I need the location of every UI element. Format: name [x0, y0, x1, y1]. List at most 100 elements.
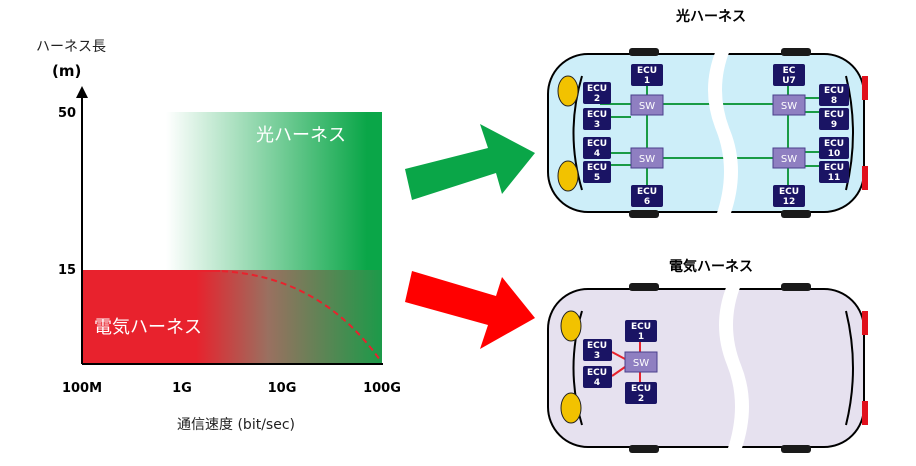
- y-unit-label: ハーネス長: [36, 39, 106, 55]
- svg-text:4: 4: [594, 378, 600, 388]
- electrical-wheel-fr-icon: [629, 283, 659, 291]
- electrical-wheel-rl-icon: [781, 445, 811, 453]
- optical-switch-4: SW: [772, 147, 806, 169]
- svg-text:1: 1: [638, 332, 644, 342]
- svg-text:U7: U7: [782, 76, 796, 86]
- svg-text:EC: EC: [783, 66, 796, 76]
- svg-text:2: 2: [638, 394, 644, 404]
- electrical-ecu-4: ECU 4: [583, 366, 612, 388]
- optical-ecu-10: ECU 10: [819, 137, 849, 159]
- optical-taillight-top-icon: [862, 76, 868, 100]
- svg-text:10: 10: [828, 149, 841, 159]
- svg-text:ECU: ECU: [824, 139, 844, 149]
- svg-text:SW: SW: [781, 154, 797, 165]
- svg-text:ECU: ECU: [631, 384, 651, 394]
- x-tick-10g: 10G: [268, 381, 297, 396]
- x-tick-100g: 100G: [363, 381, 401, 396]
- optical-taillight-bottom-icon: [862, 166, 868, 190]
- red-arrow-icon: [405, 271, 535, 349]
- electrical-ecu-2: ECU 2: [625, 382, 657, 404]
- svg-text:9: 9: [831, 120, 837, 130]
- optical-region-label: 光ハーネス: [256, 125, 346, 146]
- optical-car-body: [547, 53, 865, 213]
- electrical-region-label: 電気ハーネス: [94, 317, 202, 338]
- optical-windshield-front: [572, 75, 583, 191]
- svg-text:6: 6: [644, 197, 650, 207]
- harness-chart: ハーネス長 (m) 50 15 100M 1G 10G 100G 通信速度 (b…: [36, 39, 401, 433]
- electrical-taillight-bottom-icon: [862, 401, 868, 425]
- electrical-region: [82, 270, 382, 364]
- electrical-headlight-top-icon: [560, 310, 582, 342]
- optical-ecu-3: ECU 3: [583, 108, 611, 130]
- svg-text:ECU: ECU: [824, 163, 844, 173]
- svg-text:3: 3: [594, 120, 600, 130]
- optical-wheel-fl-icon: [629, 210, 659, 218]
- svg-text:ECU: ECU: [587, 341, 607, 351]
- optical-cut-gap: [708, 50, 738, 216]
- optical-ecu-6: ECU 6: [631, 185, 663, 207]
- electrical-cut-gap: [719, 285, 749, 451]
- optical-switch-1: SW: [630, 94, 664, 116]
- svg-text:ECU: ECU: [637, 187, 657, 197]
- svg-text:3: 3: [594, 351, 600, 361]
- optical-switch-2: SW: [630, 147, 664, 169]
- y-tick-50: 50: [58, 106, 76, 121]
- electrical-ecu-3: ECU 3: [583, 339, 612, 361]
- electrical-taillight-top-icon: [862, 311, 868, 335]
- svg-text:ECU: ECU: [587, 84, 607, 94]
- optical-wheel-rr-icon: [781, 48, 811, 56]
- svg-text:1: 1: [644, 76, 650, 86]
- optical-ecu-12: ECU 12: [773, 185, 805, 207]
- optical-ecu-2: ECU 2: [583, 82, 611, 104]
- electrical-limit-curve: [82, 270, 381, 361]
- x-axis-label: 通信速度 (bit/sec): [177, 417, 295, 433]
- green-arrow-icon: [405, 124, 535, 200]
- svg-text:8: 8: [831, 96, 837, 106]
- svg-text:ECU: ECU: [779, 187, 799, 197]
- svg-text:11: 11: [828, 173, 841, 183]
- optical-ecu-11: ECU 11: [819, 161, 849, 183]
- optical-car-title: 光ハーネス: [675, 8, 746, 25]
- x-tick-1g: 1G: [172, 381, 192, 396]
- optical-ecu-1: ECU 1: [631, 64, 663, 86]
- svg-text:ECU: ECU: [587, 368, 607, 378]
- optical-ecu-5: ECU 5: [583, 161, 611, 183]
- optical-ecu-9: ECU 9: [819, 108, 849, 130]
- electrical-wheel-rr-icon: [781, 283, 811, 291]
- svg-text:ECU: ECU: [637, 66, 657, 76]
- svg-text:ECU: ECU: [587, 163, 607, 173]
- optical-switch-3: SW: [772, 94, 806, 116]
- electrical-ecu-1: ECU 1: [625, 320, 657, 342]
- svg-text:ECU: ECU: [587, 139, 607, 149]
- electrical-windshield-rear: [845, 310, 854, 426]
- y-unit: (m): [52, 62, 81, 80]
- svg-text:ECU: ECU: [631, 322, 651, 332]
- svg-text:5: 5: [594, 173, 600, 183]
- svg-text:SW: SW: [781, 101, 797, 112]
- electrical-links: [611, 341, 641, 382]
- optical-ecu-7: EC U7: [773, 64, 805, 86]
- electrical-switch: SW: [624, 351, 658, 373]
- svg-text:ECU: ECU: [824, 86, 844, 96]
- x-tick-100m: 100M: [62, 381, 102, 396]
- svg-text:12: 12: [783, 197, 796, 207]
- optical-ecu-8: ECU 8: [819, 84, 849, 106]
- svg-text:SW: SW: [639, 101, 655, 112]
- optical-car: SW SW SW SW ECU 1 ECU 2 ECU 3: [547, 48, 868, 218]
- optical-wheel-rl-icon: [781, 210, 811, 218]
- svg-text:SW: SW: [633, 358, 649, 369]
- y-tick-15: 15: [58, 263, 76, 278]
- svg-text:4: 4: [594, 149, 600, 159]
- svg-text:ECU: ECU: [587, 110, 607, 120]
- optical-ecu-4: ECU 4: [583, 137, 611, 159]
- optical-headlight-top-icon: [557, 75, 579, 107]
- electrical-headlight-bottom-icon: [560, 392, 582, 424]
- electrical-car-title: 電気ハーネス: [669, 258, 753, 275]
- svg-text:ECU: ECU: [824, 110, 844, 120]
- electrical-car: SW ECU 1 ECU 2 ECU 3 ECU 4: [547, 283, 868, 453]
- optical-wheel-fr-icon: [629, 48, 659, 56]
- svg-text:2: 2: [594, 94, 600, 104]
- svg-text:SW: SW: [639, 154, 655, 165]
- electrical-wheel-fl-icon: [629, 445, 659, 453]
- optical-headlight-bottom-icon: [557, 160, 579, 192]
